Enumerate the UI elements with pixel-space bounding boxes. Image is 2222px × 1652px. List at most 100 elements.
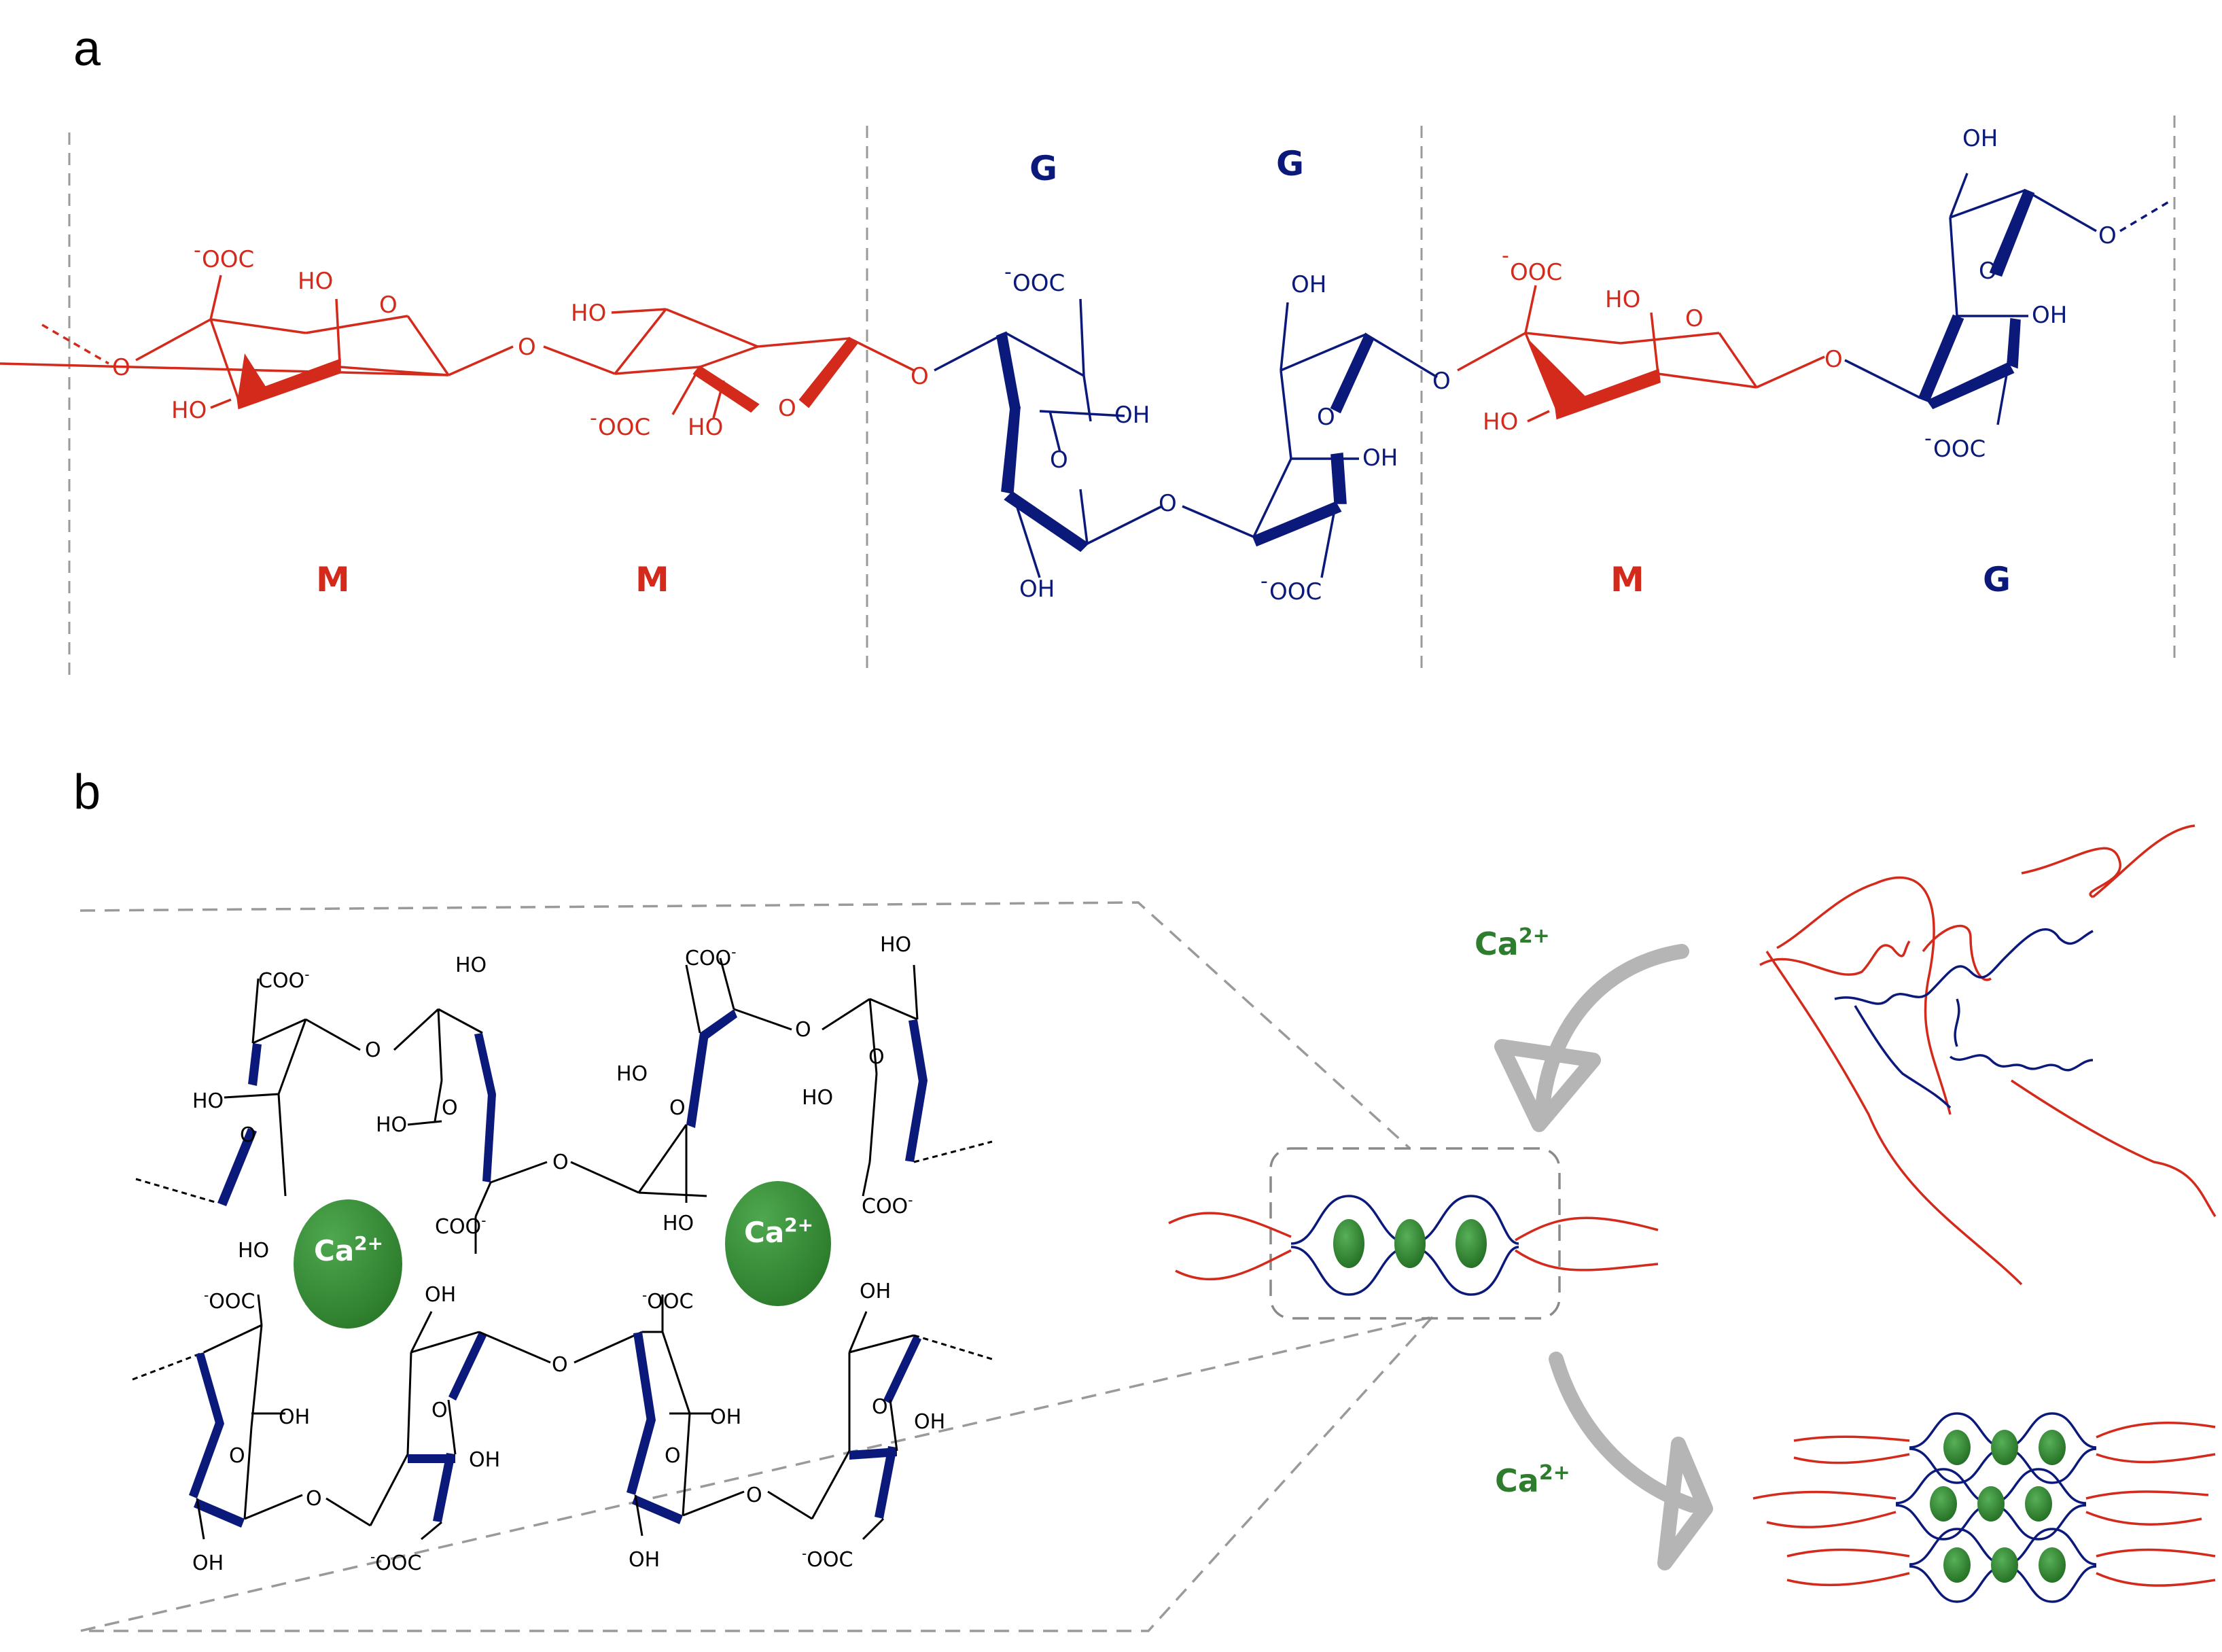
arrow-top-head	[1494, 1039, 1601, 1132]
calcium-ion-2	[725, 1181, 831, 1306]
eb-o-link-5: O	[552, 1353, 568, 1377]
eb-ho-2: HO	[238, 1239, 269, 1263]
stack-bead	[2039, 1430, 2066, 1465]
stack-bead	[1991, 1430, 2018, 1465]
eb-oh-1: OH	[279, 1405, 310, 1429]
block-label-m3: M	[1610, 560, 1644, 599]
o-ring-1: O	[379, 292, 398, 319]
o-ring-5: O	[1685, 305, 1704, 332]
stack-bead	[1977, 1486, 2005, 1522]
block-label-g1: G	[1029, 149, 1057, 188]
ho-1: HO	[298, 268, 333, 295]
minus-3: -	[1004, 260, 1012, 284]
o-link-1: O	[112, 354, 130, 381]
eb-o-1: O	[240, 1123, 256, 1147]
g-residue-3	[1844, 173, 2172, 425]
eb-coo-4: COO-	[862, 1192, 913, 1218]
o-link-7: O	[2098, 222, 2117, 249]
eb-o-link-3: O	[795, 1018, 811, 1042]
block-label-m2: M	[635, 560, 669, 599]
eb-oh-5: OH	[710, 1405, 741, 1429]
arrow-bottom-head	[1657, 1437, 1713, 1570]
g-residue-1	[934, 298, 1163, 578]
eb-ho-1: HO	[192, 1089, 224, 1113]
eb-coo-2: COO-	[435, 1212, 486, 1239]
eb-o-5: O	[229, 1444, 245, 1468]
eb-ooc-7: -OOC	[642, 1287, 693, 1314]
ooc-4: OOC	[1269, 578, 1322, 605]
o-link-6: O	[1824, 346, 1843, 373]
eb-ho-3: HO	[455, 953, 487, 977]
junction-bead-3	[1456, 1219, 1487, 1268]
eb-oh-3: OH	[425, 1283, 456, 1307]
stack-bead	[2025, 1486, 2052, 1522]
panel-label-b: b	[73, 765, 101, 820]
minus-6: -	[1924, 427, 1932, 451]
eb-oh-7: OH	[860, 1280, 891, 1303]
ca-label-top: Ca2+	[1475, 924, 1550, 962]
oh-1: OH	[1114, 402, 1150, 429]
eb-ho-7: HO	[880, 933, 911, 957]
eb-o-8: O	[872, 1395, 888, 1419]
eb-coo-1: COO-	[258, 966, 309, 993]
g-residue-2	[1182, 302, 1438, 578]
minus-4: -	[1260, 569, 1268, 593]
eb-oh-6: OH	[629, 1548, 660, 1572]
ho-3: HO	[571, 300, 606, 327]
eb-o-4: O	[868, 1045, 885, 1069]
eb-ho-5: HO	[616, 1062, 648, 1086]
block-dividers	[68, 116, 2176, 676]
eb-o-2: O	[442, 1096, 458, 1120]
ho-2: HO	[171, 397, 207, 424]
m-residue-3	[1457, 285, 1825, 423]
ca-label-bottom: Ca2+	[1495, 1461, 1570, 1499]
eb-o-link-1: O	[365, 1038, 381, 1062]
calcium-ion-1	[294, 1199, 402, 1329]
oh-2: OH	[1019, 576, 1055, 603]
panel-label-a: a	[73, 22, 101, 76]
calcium-ion-1-label: Ca2+	[314, 1232, 383, 1267]
o-ring-3: O	[1050, 446, 1068, 474]
eb-oh-4: OH	[469, 1448, 500, 1472]
zoom-outline	[80, 901, 1436, 1632]
block-label-m1: M	[316, 560, 350, 599]
block-label-g2: G	[1276, 144, 1304, 183]
stack-bead	[1943, 1430, 1971, 1465]
ho-5: HO	[1605, 286, 1640, 313]
m-residue-2	[543, 308, 915, 419]
ooc-5: OOC	[1510, 259, 1562, 286]
eb-o-link-4: O	[306, 1487, 322, 1511]
eb-ooc-5: -OOC	[204, 1287, 255, 1314]
o-link-3: O	[911, 363, 929, 390]
ooc-6: OOC	[1933, 436, 1986, 463]
free-alginate-chains	[1759, 824, 2217, 1286]
stack-bead	[1943, 1547, 1971, 1583]
ooc-1: OOC	[202, 246, 254, 273]
stack-bead	[2039, 1547, 2066, 1583]
junction-bead-1	[1333, 1219, 1364, 1268]
eb-o-3: O	[669, 1096, 686, 1120]
ooc-3: OOC	[1012, 270, 1065, 297]
eb-o-6: O	[431, 1399, 448, 1422]
eb-oh-2: OH	[192, 1551, 224, 1575]
stack-bead	[1930, 1486, 1957, 1522]
eb-ooc-8: -OOC	[802, 1545, 853, 1572]
oh-3: OH	[1291, 271, 1326, 298]
o-ring-4: O	[1317, 404, 1335, 431]
eb-oh-8: OH	[914, 1410, 945, 1434]
egg-box-upper-chain	[135, 957, 993, 1254]
o-link-4: O	[1159, 490, 1177, 517]
junction-zone-box	[1269, 1147, 1561, 1320]
eb-o-link-6: O	[746, 1483, 762, 1507]
eb-o-link-2: O	[552, 1150, 569, 1174]
eb-ho-8: HO	[802, 1086, 833, 1110]
eb-ho-6: HO	[663, 1212, 694, 1235]
eb-coo-3: COO-	[685, 944, 736, 970]
arrow-top	[1535, 944, 1689, 1115]
oh-4: OH	[1362, 444, 1398, 472]
stacked-beads	[1930, 1430, 2066, 1583]
o-ring-2: O	[778, 395, 796, 422]
ooc-2: OOC	[598, 414, 650, 441]
